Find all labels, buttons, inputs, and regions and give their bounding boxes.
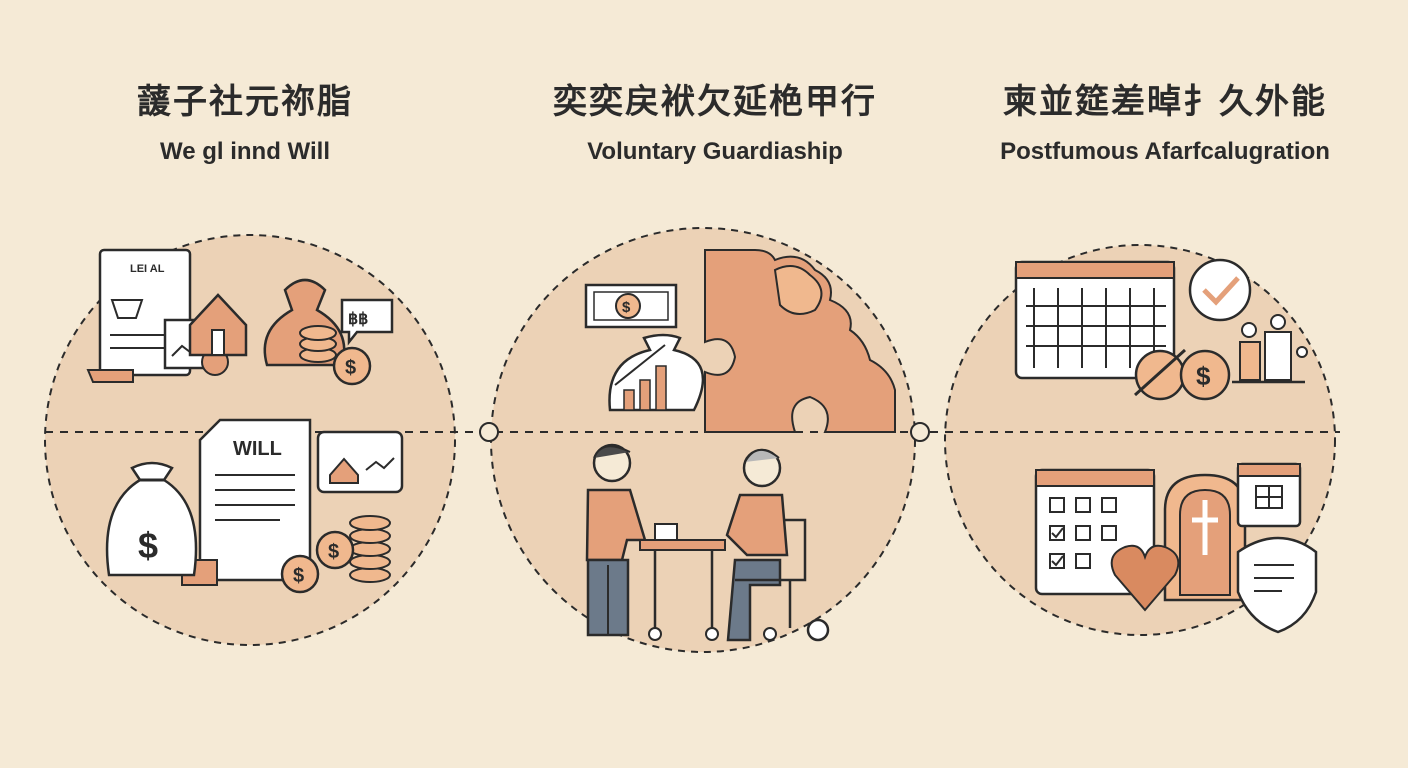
coin-stack-icon: $ $ bbox=[280, 515, 391, 594]
money-bag-icon: $ bbox=[263, 278, 372, 386]
calendar-icon bbox=[1014, 260, 1176, 380]
panel-guardianship-title-zh: 奕奕戻袱欠延栬甲行 bbox=[553, 82, 877, 122]
will-document-icon: WILL bbox=[181, 418, 312, 586]
chess-pieces-icon bbox=[1232, 314, 1308, 384]
bubble-text: ฿฿ bbox=[348, 311, 368, 328]
cross-tombstone-icon bbox=[1163, 473, 1247, 602]
legal-doc-label: LEI AL bbox=[130, 263, 165, 275]
panel-will-title-zh: 蘐子社元祢脂 bbox=[137, 82, 353, 122]
panel-guardianship: 奕奕戻袱欠延栬甲行 Voluntary Guardiaship bbox=[505, 80, 925, 166]
property-card-icon bbox=[316, 430, 404, 494]
will-doc-label: WILL bbox=[233, 438, 282, 460]
growth-bag-icon bbox=[608, 333, 705, 412]
house-icon bbox=[188, 293, 248, 357]
coin-pen-icon: $ bbox=[1133, 348, 1231, 401]
caregiver-person-icon bbox=[585, 443, 647, 637]
banknote-icon: $ bbox=[584, 283, 678, 329]
checkmark-icon bbox=[1188, 258, 1252, 322]
svg-text:$: $ bbox=[345, 357, 356, 379]
panel-guardianship-title-en: Voluntary Guardiaship bbox=[587, 138, 843, 165]
connector-node-right bbox=[910, 422, 930, 442]
svg-text:$: $ bbox=[1196, 361, 1211, 391]
connector-node-left bbox=[479, 422, 499, 442]
shield-document-icon bbox=[1236, 536, 1318, 634]
mini-calendar-icon bbox=[1236, 462, 1302, 528]
panel-posthumous-title-en: Postfumous Afarfcalugration bbox=[1000, 138, 1330, 165]
svg-text:$: $ bbox=[138, 525, 158, 566]
heart-icon bbox=[1110, 544, 1180, 612]
panel-posthumous: 柬並筵差晫扌久外能 Postfumous Afarfcalugration bbox=[955, 80, 1375, 166]
puzzle-piece-icon bbox=[704, 249, 896, 433]
dollar-bag-icon: $ bbox=[105, 461, 198, 577]
table-icon bbox=[639, 523, 726, 641]
wheelchair-icon bbox=[735, 518, 830, 642]
svg-text:$: $ bbox=[622, 299, 631, 316]
speech-bubble-icon: ฿฿ bbox=[340, 298, 394, 346]
svg-text:$: $ bbox=[328, 541, 339, 563]
panel-will: 蘐子社元祢脂 We gl innd Will bbox=[35, 80, 455, 166]
svg-text:$: $ bbox=[293, 565, 304, 587]
panel-will-title-en: We gl innd Will bbox=[160, 138, 330, 165]
panel-posthumous-title-zh: 柬並筵差晫扌久外能 bbox=[1003, 82, 1327, 122]
panel-guardianship-circle bbox=[490, 227, 916, 653]
